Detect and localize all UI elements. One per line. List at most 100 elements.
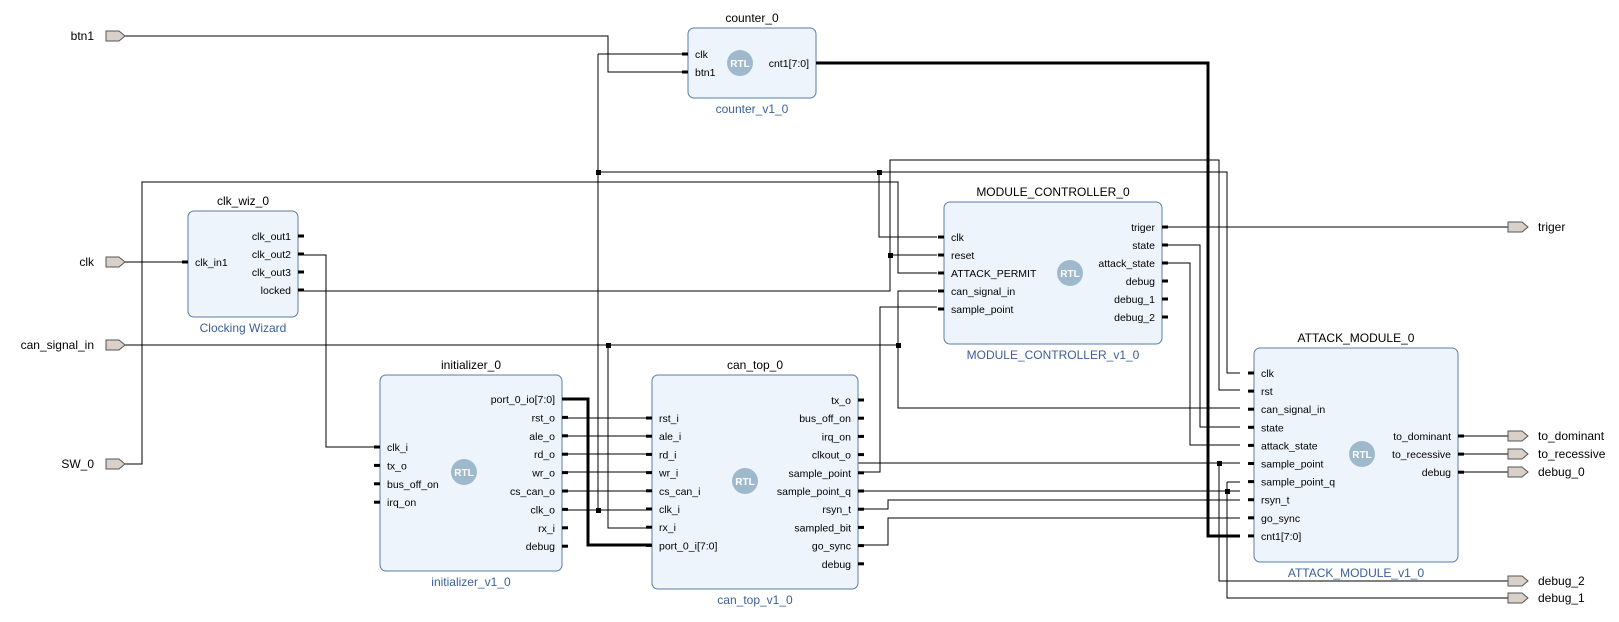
- block-instance-name: clk_wiz_0: [217, 194, 269, 208]
- wire-state: [1160, 244, 1240, 428]
- output-pin-label: rx_i: [538, 523, 555, 535]
- wire-locked: [300, 254, 937, 292]
- output-pin-label: to_dominant: [1393, 431, 1451, 443]
- wire-can-signal-in: [125, 290, 937, 346]
- external-port-to-dominant[interactable]: to_dominant: [1507, 429, 1605, 443]
- port-label-to-recessive: to_recessive: [1538, 447, 1606, 461]
- block-ip-name: Clocking Wizard: [200, 321, 287, 335]
- output-port-icon: [1507, 430, 1529, 442]
- input-pin-label: reset: [951, 250, 974, 262]
- output-pin-label: bus_off_on: [799, 413, 851, 425]
- wire-clk-global: [598, 171, 1240, 374]
- input-pin-label: sample_point: [951, 304, 1014, 316]
- external-port-can-signal-in[interactable]: can_signal_in: [21, 338, 126, 352]
- wires: [125, 35, 1508, 599]
- output-port-icon: [1507, 592, 1529, 604]
- output-pin-label: triger: [1131, 222, 1155, 234]
- input-pin-label: cs_can_i: [659, 486, 700, 498]
- port-label-debug1: debug_1: [1538, 591, 1585, 605]
- block-initializer[interactable]: initializer_0initializer_v1_0clk_itx_obu…: [374, 358, 568, 589]
- external-port-triger[interactable]: triger: [1507, 220, 1565, 234]
- rtl-icon: RTL: [1349, 441, 1375, 467]
- block-ip-name: counter_v1_0: [716, 102, 789, 116]
- external-port-debug0[interactable]: debug_0: [1507, 465, 1585, 479]
- wire-rx-to-cantop: [607, 491, 652, 529]
- block-instance-name: counter_0: [725, 11, 779, 25]
- output-port-icon: [1507, 448, 1529, 460]
- output-pin-label: port_0_io[7:0]: [491, 394, 555, 406]
- input-pin-label: clk_i: [387, 442, 408, 454]
- output-pin-label: clk_o: [530, 504, 555, 516]
- output-pin-label: cnt1[7:0]: [769, 58, 809, 70]
- rtl-icon-label: RTL: [1060, 269, 1079, 280]
- rtl-icon-label: RTL: [454, 468, 473, 479]
- input-pin-label: clk_i: [659, 504, 680, 516]
- input-port-icon: [105, 458, 126, 470]
- block-module-controller[interactable]: MODULE_CONTROLLER_0MODULE_CONTROLLER_v1_…: [938, 185, 1168, 362]
- external-port-debug2[interactable]: debug_2: [1507, 574, 1585, 588]
- block-instance-name: initializer_0: [441, 358, 501, 372]
- input-pin-label: ale_i: [659, 431, 681, 443]
- output-pin-label: irq_on: [822, 431, 851, 443]
- output-port-icon: [1507, 221, 1529, 233]
- block-ip-name: initializer_v1_0: [431, 575, 511, 589]
- external-port-sw0[interactable]: SW_0: [61, 457, 126, 471]
- output-pin-label: debug: [526, 541, 555, 553]
- output-pin-label: clk_out3: [252, 267, 291, 279]
- ip-blocks: counter_0counter_v1_0clkbtn1cnt1[7:0]RTL…: [182, 11, 1464, 607]
- input-pin-label: rsyn_t: [1261, 495, 1290, 507]
- input-pin-label: can_signal_in: [1261, 404, 1325, 416]
- port-label-sw0: SW_0: [61, 457, 94, 471]
- input-pin-label: rd_i: [659, 449, 677, 461]
- rtl-icon: RTL: [451, 459, 477, 485]
- input-pin-label: wr_i: [658, 468, 678, 480]
- input-pin-label: attack_state: [1261, 440, 1318, 452]
- output-pin-label: tx_o: [831, 395, 851, 407]
- output-pin-label: debug: [822, 559, 851, 571]
- wire-rsyn-t: [858, 499, 1240, 510]
- block-attack-module[interactable]: ATTACK_MODULE_0ATTACK_MODULE_v1_0clkrstc…: [1248, 331, 1464, 580]
- output-pin-label: sampled_bit: [794, 522, 851, 534]
- input-pin-label: ATTACK_PERMIT: [951, 268, 1037, 280]
- input-pin-label: btn1: [695, 67, 716, 79]
- block-can-top[interactable]: can_top_0can_top_v1_0rst_iale_ird_iwr_ic…: [646, 358, 864, 607]
- port-label-triger: triger: [1538, 220, 1565, 234]
- input-pin-label: port_0_i[7:0]: [659, 540, 717, 552]
- rtl-icon-label: RTL: [1352, 450, 1371, 461]
- output-port-icon: [1507, 466, 1529, 478]
- input-pin-label: bus_off_on: [387, 479, 439, 491]
- output-pin-label: rst_o: [532, 412, 556, 424]
- rtl-icon: RTL: [727, 50, 753, 76]
- output-pin-label: attack_state: [1098, 258, 1155, 270]
- output-pin-label: debug: [1422, 467, 1451, 479]
- external-port-clk[interactable]: clk: [79, 255, 126, 269]
- input-port-icon: [105, 339, 126, 351]
- wire-debug1: [1226, 482, 1508, 599]
- block-ip-name: can_top_v1_0: [717, 593, 793, 607]
- external-port-to-recessive[interactable]: to_recessive: [1507, 447, 1606, 461]
- block-body[interactable]: [187, 210, 299, 318]
- output-port-icon: [1507, 575, 1529, 587]
- input-pin-label: rst_i: [659, 413, 679, 425]
- block-instance-name: ATTACK_MODULE_0: [1298, 331, 1415, 345]
- external-port-btn1[interactable]: btn1: [71, 29, 126, 43]
- block-ip-name: MODULE_CONTROLLER_v1_0: [967, 348, 1140, 362]
- rtl-icon-label: RTL: [730, 59, 749, 70]
- wire-sw0: [125, 181, 937, 465]
- output-pin-label: sample_point_q: [777, 486, 851, 498]
- output-pin-label: state: [1132, 240, 1155, 252]
- input-pin-label: irq_on: [387, 497, 416, 509]
- output-pin-label: clkout_o: [812, 450, 851, 462]
- block-instance-name: MODULE_CONTROLLER_0: [976, 185, 1130, 199]
- wire-debug2: [1218, 463, 1508, 582]
- block-instance-name: can_top_0: [727, 358, 783, 372]
- output-pin-label: rd_o: [534, 449, 555, 461]
- input-pin-label: state: [1261, 422, 1284, 434]
- output-pin-label: go_sync: [812, 541, 851, 553]
- wire-clk-out2-trunk: [300, 254, 380, 448]
- wire-clk-to-controller: [878, 172, 937, 238]
- external-port-debug1[interactable]: debug_1: [1507, 591, 1585, 605]
- input-port-icon: [105, 256, 126, 268]
